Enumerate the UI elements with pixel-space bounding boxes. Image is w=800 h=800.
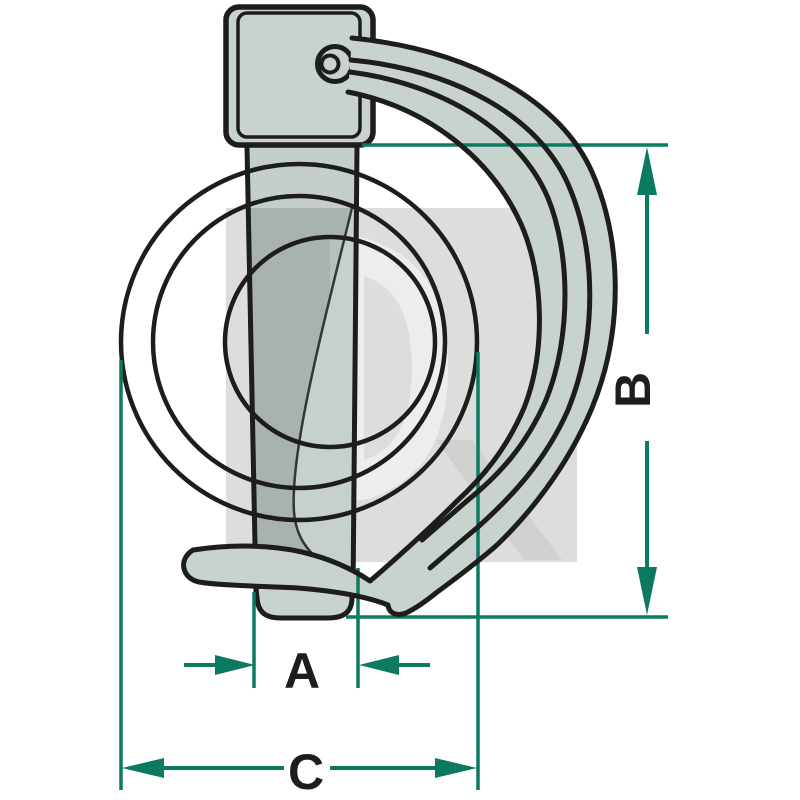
c-arrow-left-icon: [122, 758, 164, 778]
dimension-annotations: [119, 143, 668, 790]
b-arrow-up-icon: [637, 147, 657, 195]
a-arrow-right-icon: [215, 655, 255, 675]
dimension-label-b: B: [605, 372, 661, 408]
bail-wire-fill: [183, 38, 616, 615]
b-arrow-down-icon: [637, 567, 657, 615]
pin-tip: [256, 586, 353, 618]
ring-inner-circle: [222, 234, 438, 450]
ring-middle-circle: [150, 193, 448, 491]
ring-circles: [118, 161, 480, 523]
pin-head: [226, 7, 373, 145]
pin-right-edge: [350, 144, 360, 597]
dimension-labels: A B C: [284, 372, 661, 800]
pin-left-edge: [244, 144, 259, 597]
bail-strand-divider-inner: [347, 69, 568, 543]
pin-tip-outline: [253, 585, 356, 621]
a-arrow-left-icon: [359, 655, 399, 675]
dimension-label-c: C: [288, 744, 324, 800]
bail-wire-outlines: [181, 35, 618, 617]
bail-strand-divider-outer: [348, 57, 593, 571]
dimension-a-lines: [184, 568, 430, 688]
head-hole-inner: [319, 53, 341, 75]
dimension-label-a: A: [284, 643, 320, 699]
dimension-c-lines: [119, 352, 480, 790]
c-arrow-right-icon: [435, 758, 477, 778]
ring-outer-circle: [118, 161, 480, 523]
bail-perimeter-outline: [181, 35, 618, 617]
